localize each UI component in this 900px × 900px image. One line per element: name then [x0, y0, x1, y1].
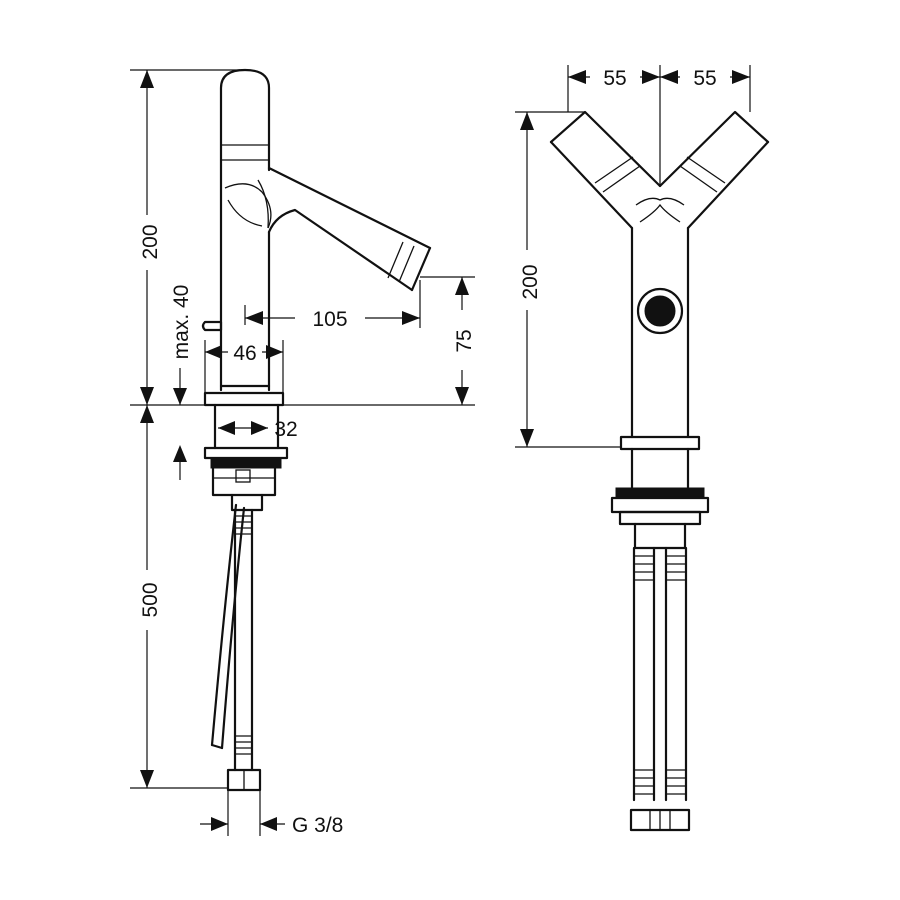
side-reach-label: 105 — [312, 308, 347, 331]
side-spout-height-label: 75 — [453, 329, 476, 352]
dim-side-body-46: 46 — [204, 340, 284, 392]
front-faucet-body — [549, 110, 770, 832]
side-faucet-body — [201, 68, 432, 792]
dim-front-height-200: 200 — [515, 111, 621, 448]
dim-side-height-200: 200 — [130, 69, 240, 405]
dim-front-width-55: 55 55 — [567, 65, 751, 186]
side-view: 200 max. 40 105 — [130, 68, 476, 837]
dim-side-spout-75: 75 — [420, 276, 476, 405]
dim-side-hose-500: 500 — [130, 405, 228, 789]
side-base-width-label: 32 — [274, 418, 297, 441]
side-height-label: 200 — [139, 224, 162, 259]
side-hose — [210, 503, 262, 792]
side-hose-length-label: 500 — [139, 582, 162, 617]
side-thread-label: G 3/8 — [292, 814, 343, 837]
side-max-label: max. 40 — [170, 285, 193, 360]
front-height-label: 200 — [519, 264, 542, 299]
dim-side-thread: G 3/8 — [200, 790, 343, 837]
front-right-width-label: 55 — [693, 67, 716, 90]
dim-side-reach-105: 105 — [244, 280, 421, 331]
front-left-width-label: 55 — [603, 67, 626, 90]
front-view: 55 55 200 — [515, 65, 770, 832]
dim-side-base-32: 32 — [218, 418, 298, 441]
dim-side-max-40: max. 40 — [170, 285, 193, 480]
side-body-width-label: 46 — [233, 342, 256, 365]
front-hoses — [629, 546, 691, 832]
